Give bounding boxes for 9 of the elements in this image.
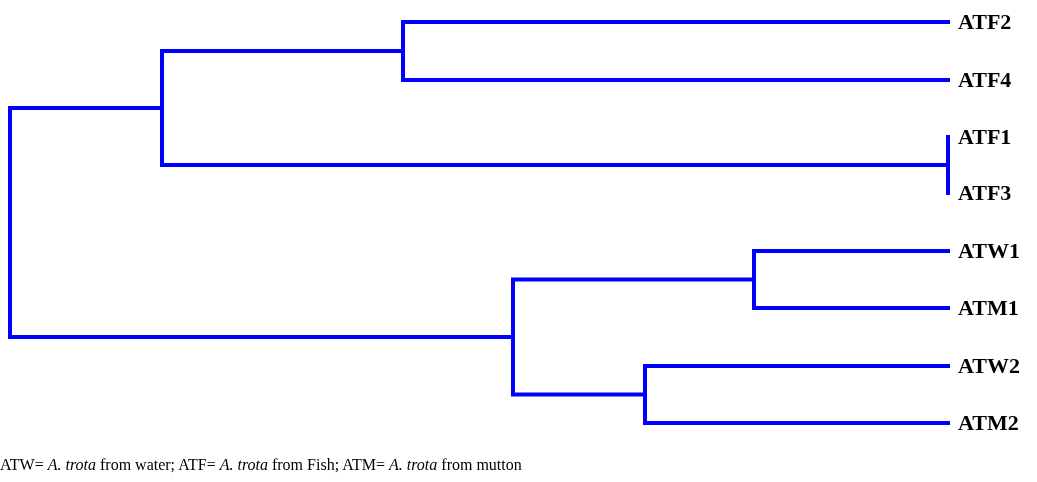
strain-label: ATW1 <box>958 239 1020 263</box>
strain-label: ATF4 <box>958 68 1012 92</box>
caption-text: ATW= A. trota from water; ATF= A. trota from Fish; ATM= A. trota from mutton <box>0 456 522 474</box>
strain-label: ATM2 <box>958 411 1019 435</box>
strain-label: ATF3 <box>958 181 1012 205</box>
strain-label: ATM1 <box>958 296 1019 320</box>
strain-label: ATF2 <box>958 10 1012 34</box>
strain-label: ATW2 <box>958 354 1020 378</box>
strain-label: ATF1 <box>958 125 1012 149</box>
